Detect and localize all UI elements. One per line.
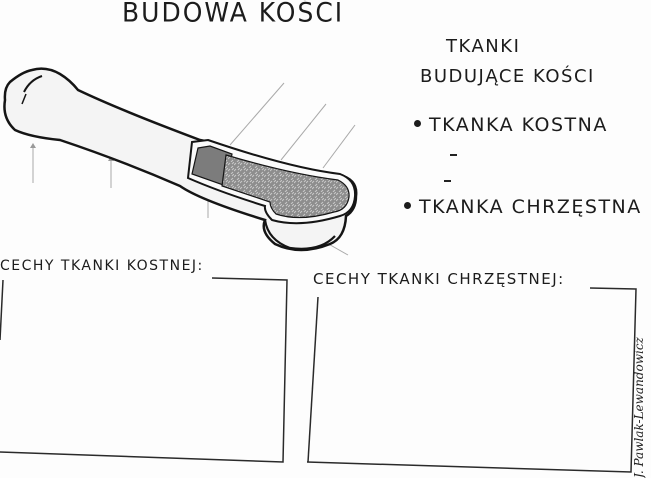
blank-dash <box>450 154 457 156</box>
answer-box-label-kostnej: Cechy tkanki kostnej: <box>0 258 204 274</box>
bullet-icon <box>414 120 421 127</box>
answer-box-chrzestnej <box>306 287 637 473</box>
side-heading-line-2: budujące kości <box>420 66 595 87</box>
bullet-tkanka-chrzestna: Tkanka chrzęstna <box>404 196 642 218</box>
bullet-label: Tkanka chrzęstna <box>419 196 642 218</box>
side-heading-line-1: Tkanki <box>446 36 521 57</box>
bullet-label: Tkanka kostna <box>429 114 608 136</box>
bullet-icon <box>404 202 411 209</box>
blank-dash <box>444 180 451 182</box>
answer-box-label-chrzestnej: Cechy tkanki chrzęstnej: <box>313 270 565 288</box>
worksheet-title: Budowa kości <box>122 0 345 28</box>
author-signature: J. Pawlak-Lewandowicz <box>632 337 646 478</box>
answer-box-kostnej <box>0 277 288 463</box>
spongy-bone <box>221 154 350 219</box>
bullet-tkanka-kostna: Tkanka kostna <box>414 114 608 136</box>
